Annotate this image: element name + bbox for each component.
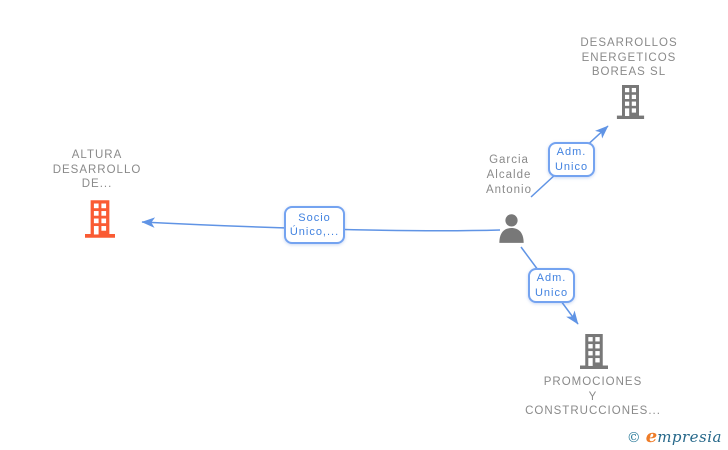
node-label-line: PROMOCIONES: [543, 376, 643, 388]
node-label-promociones[interactable]: PROMOCIONES Y CONSTRUCCIONES...: [509, 375, 677, 419]
copyright-icon: ©: [626, 430, 641, 446]
node-label-line: Antonio: [485, 184, 532, 196]
edge-label-socio-unico[interactable]: Socio Único,...: [284, 206, 345, 244]
building-icon-altura[interactable]: [85, 200, 115, 238]
node-label-line: ENERGETICOS: [581, 51, 677, 64]
node-label-line: DESARROLLO: [52, 163, 142, 176]
brand-initial: e: [645, 426, 658, 447]
building-icon-boreas[interactable]: [615, 85, 646, 119]
edge-label-line: Adm.: [556, 146, 587, 158]
edge-label-line: Unico: [554, 160, 589, 173]
node-label-altura[interactable]: ALTURA DESARROLLO DE...: [36, 148, 158, 192]
node-label-line: ALTURA: [71, 149, 123, 161]
edge-label-adm-unico-bottom[interactable]: Adm. Unico: [528, 268, 575, 303]
node-label-line: CONSTRUCCIONES...: [525, 405, 661, 417]
edge-label-line: Socio: [298, 211, 331, 224]
empresia-logo[interactable]: ©empresia: [627, 426, 722, 447]
edge-label-line: Adm.: [536, 272, 567, 284]
edge-label-line: Unico: [534, 286, 569, 299]
person-icon[interactable]: [498, 213, 525, 244]
node-label-line: DE...: [81, 178, 113, 190]
building-icon-promociones[interactable]: [580, 334, 608, 369]
node-label-person[interactable]: Garcia Alcalde Antonio: [459, 153, 559, 198]
edge-label-adm-unico-top[interactable]: Adm. Unico: [548, 142, 595, 177]
node-label-line: DESARROLLOS: [580, 37, 678, 49]
node-label-line: BOREAS SL: [591, 66, 667, 78]
node-label-line: Garcia: [489, 154, 529, 166]
edge-label-line: Único,...: [289, 226, 340, 238]
node-label-line: Y: [588, 390, 598, 403]
node-label-line: Alcalde: [486, 169, 532, 181]
node-label-boreas[interactable]: DESARROLLOS ENERGETICOS BOREAS SL: [567, 36, 691, 80]
edge-socio-line: [141, 217, 501, 232]
brand-name: mpresia: [657, 428, 722, 446]
